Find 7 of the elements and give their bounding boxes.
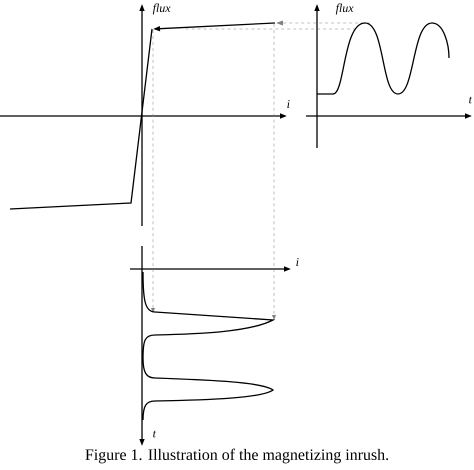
axis-label: flux [336, 4, 354, 14]
axis-label: flux [152, 4, 170, 14]
caption: Figure 1. Illustration of the magnetizing inrush. [85, 448, 388, 464]
axis-label: t [153, 430, 156, 438]
axis-label: i [287, 100, 290, 108]
axis-label: t [469, 96, 472, 104]
axis-label: i [296, 258, 299, 266]
